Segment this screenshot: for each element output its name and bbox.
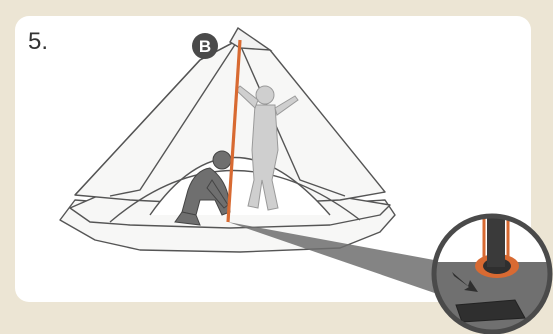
letter-badge: B [192,33,218,59]
badge-letter: B [199,37,211,56]
zoom-detail [430,210,553,334]
